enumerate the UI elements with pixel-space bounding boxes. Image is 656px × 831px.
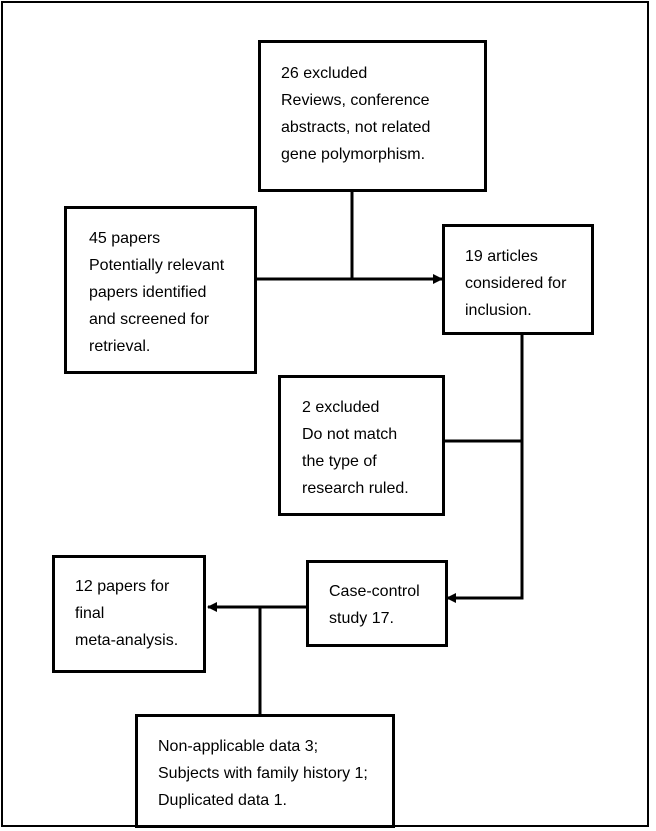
excluded-2-box: 2 excluded Do not match the type of rese…	[278, 375, 445, 516]
papers-45-desc-3: and screened for	[89, 311, 210, 328]
case-control-box: Case-control study 17.	[306, 560, 448, 647]
case-control-label-1: Case-control	[329, 583, 420, 600]
papers-45-count: 45 papers	[89, 230, 161, 247]
articles-19-desc-1: considered for	[465, 275, 567, 292]
excluded-data-box: Non-applicable data 3; Subjects with fam…	[135, 714, 395, 828]
excluded-data-line-1: Non-applicable data 3;	[158, 738, 319, 755]
papers-45-desc-4: retrieval.	[89, 338, 151, 355]
articles-19-desc-2: inclusion.	[465, 302, 532, 319]
excluded-data-line-3: Duplicated data 1.	[158, 792, 287, 809]
final-12-desc-1: final	[75, 605, 105, 622]
excluded-26-box: 26 excluded Reviews, conference abstract…	[258, 40, 487, 192]
excluded-26-reason-1: Reviews, conference	[281, 92, 430, 109]
excluded-data-line-2: Subjects with family history 1;	[158, 765, 368, 782]
case-control-label-2: study 17.	[329, 610, 394, 627]
final-12-desc-2: meta-analysis.	[75, 632, 179, 649]
papers-45-box: 45 papers Potentially relevant papers id…	[64, 206, 257, 374]
excluded-2-count: 2 excluded	[302, 399, 380, 416]
excluded-26-reason-2: abstracts, not related	[281, 119, 431, 136]
excluded-2-reason-3: research ruled.	[302, 480, 409, 497]
papers-45-desc-1: Potentially relevant	[89, 257, 225, 274]
arrow-19-to-case-control	[446, 333, 524, 603]
papers-45-desc-2: papers identified	[89, 284, 207, 301]
excluded-26-reason-3: gene polymorphism.	[281, 146, 426, 163]
articles-19-count: 19 articles	[465, 248, 538, 265]
excluded-2-reason-2: the type of	[302, 453, 377, 470]
excluded-26-count: 26 excluded	[281, 65, 368, 82]
articles-19-box: 19 articles considered for inclusion.	[442, 224, 594, 335]
final-12-count: 12 papers for	[75, 578, 170, 595]
final-12-box: 12 papers for final meta-analysis.	[52, 555, 206, 673]
excluded-2-reason-1: Do not match	[302, 426, 398, 443]
